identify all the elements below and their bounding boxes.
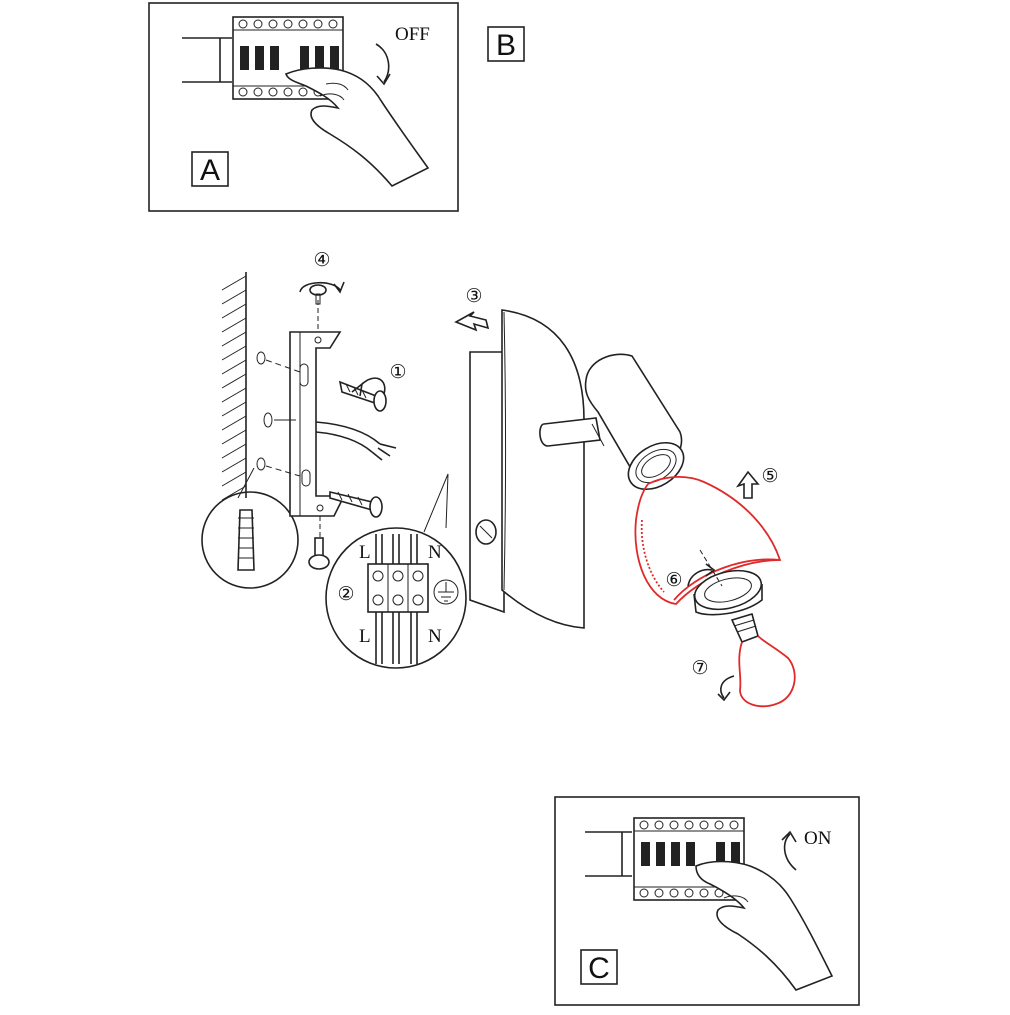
wire-label-n-top: N: [428, 542, 442, 563]
panel-c-letter: C: [588, 952, 610, 985]
breaker-switches: [240, 46, 339, 70]
step-7-label: ⑦: [691, 658, 708, 679]
terminal-block-detail: L N L N ②: [325, 473, 467, 669]
panel-a-letter: A: [200, 154, 220, 187]
off-label: OFF: [395, 24, 430, 45]
rotate-ring-arrow-icon: [687, 568, 713, 587]
breaker-switches-c: [641, 842, 740, 866]
step-3-label: ③: [465, 286, 482, 307]
panel-a-breaker-off: OFF A: [148, 2, 459, 212]
wall: [221, 272, 273, 501]
mounting-bracket: [265, 300, 346, 517]
earth-symbol-icon: [433, 579, 459, 605]
screw-upper: [338, 380, 387, 412]
rotate-bulb-arrow-icon: [720, 675, 735, 699]
step-1-label: ①: [389, 362, 406, 383]
hand-icon-c: [695, 860, 834, 991]
wire-label-l-top: L: [359, 542, 371, 563]
wire-label-n-bottom: N: [428, 626, 442, 647]
arrow-left-icon: [454, 311, 490, 332]
breaker-terminals-top: [238, 19, 338, 29]
on-label: ON: [804, 828, 832, 849]
panel-b-marker: B: [487, 26, 525, 62]
breaker-terminals-top-c: [639, 820, 739, 830]
wall-plug-detail: [201, 467, 299, 589]
lampholder-ring: [693, 549, 763, 616]
screw-bottom: [308, 516, 330, 570]
rotate-arrow-icon: [361, 377, 386, 395]
panel-b-letter: B: [496, 29, 516, 62]
light-bulb: [730, 612, 796, 708]
hand-icon: [285, 67, 430, 187]
supply-cable: [315, 421, 397, 461]
screw-lower: [329, 490, 383, 518]
panel-c-breaker-on: ON C: [554, 796, 860, 1006]
step-2-label: ②: [337, 584, 354, 605]
rotate-down-arrow-icon: [375, 43, 390, 83]
screw-top: [299, 281, 345, 305]
arrow-up-icon: [735, 470, 760, 499]
step-4-label: ④: [313, 250, 330, 271]
step-5-label: ⑤: [761, 466, 778, 487]
wall-lamp-body: [469, 309, 605, 629]
wire-label-l-bottom: L: [359, 626, 371, 647]
step-6-label: ⑥: [665, 570, 682, 591]
